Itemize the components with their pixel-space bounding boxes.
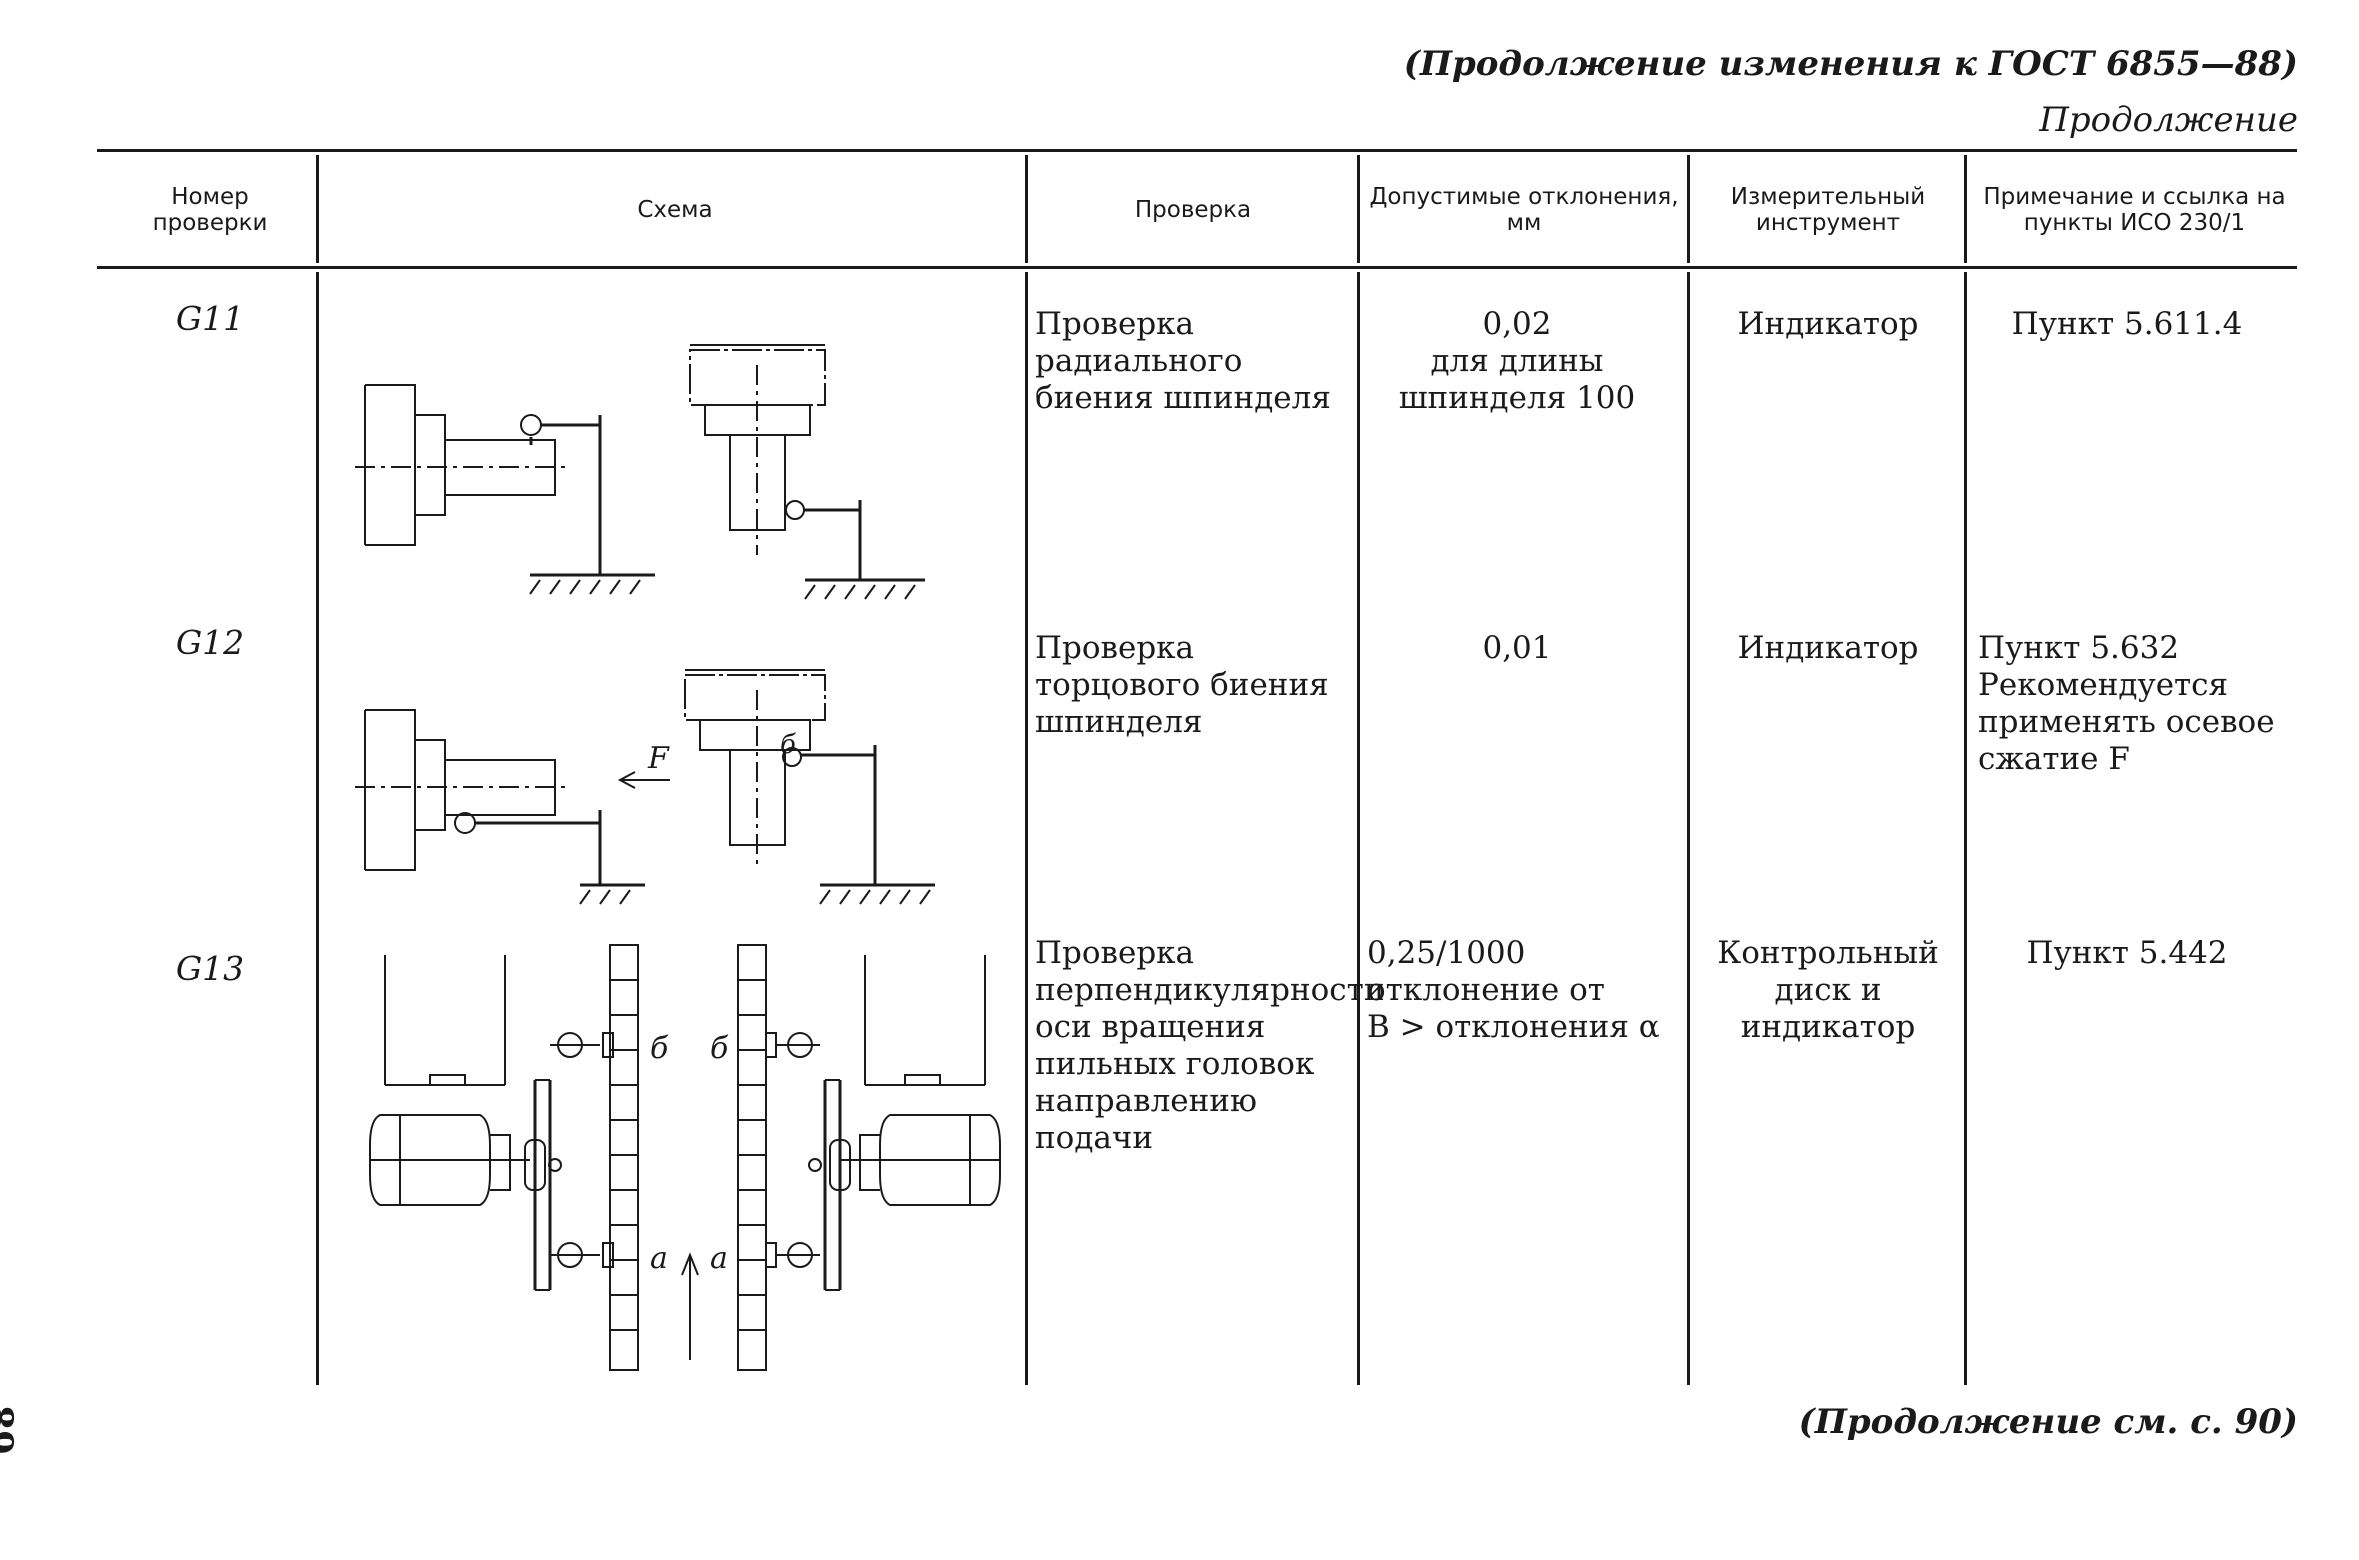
tolerance-text-g11: 0,02 для длины шпинделя 100 xyxy=(1398,306,1636,416)
table-top-rule xyxy=(97,149,2297,152)
instrument-text-g11: Индикатор xyxy=(1737,306,1919,342)
point-label-b-right: б xyxy=(710,1031,729,1066)
check-text-g12: Проверка торцового биения шпинделя xyxy=(1035,630,1329,740)
note-text-g13: Пункт 5.442 xyxy=(2026,935,2228,971)
point-label-b-left: б xyxy=(650,1031,669,1066)
row-number-g12: G12 xyxy=(175,623,245,662)
continuation-footer: (Продолжение см. с. 90) xyxy=(1798,1402,2298,1442)
column-header-instrument: Измерительный инструмент xyxy=(1730,184,1926,236)
point-label-a-right: а xyxy=(710,1241,728,1276)
document-title: (Продолжение изменения к ГОСТ 6855—88) xyxy=(1403,44,2298,84)
column-divider xyxy=(316,155,319,263)
scheme-radial-runout-diagram xyxy=(355,325,955,615)
column-divider xyxy=(1964,272,1967,1385)
tolerance-text-g13: 0,25/1000 отклонение от B > отклонения α xyxy=(1367,935,1660,1045)
column-divider xyxy=(1357,272,1360,1385)
column-header-scheme: Схема xyxy=(637,197,713,223)
column-divider xyxy=(1687,272,1690,1385)
tolerance-text-g12: 0,01 xyxy=(1482,630,1552,666)
instrument-text-g13: Контрольный диск и индикатор xyxy=(1717,935,1939,1045)
page-number: 89 xyxy=(0,1405,20,1456)
column-header-note: Примечание и ссылка на пункты ИСО 230/1 xyxy=(1983,184,2286,236)
table-header-rule xyxy=(97,266,2297,269)
column-header-number: Номер проверки xyxy=(152,184,268,236)
column-divider xyxy=(316,272,319,1385)
row-number-g13: G13 xyxy=(175,949,245,988)
check-text-g13: Проверка перпендикулярности оси вращения… xyxy=(1035,935,1385,1156)
column-header-check: Проверка xyxy=(1134,197,1252,223)
column-header-tolerance: Допустимые отклонения, мм xyxy=(1369,184,1679,236)
scheme-perpendicularity-diagram xyxy=(360,945,1000,1380)
continuation-label: Продолжение xyxy=(2039,100,2298,140)
check-text-g11: Проверка радиального биения шпинделя xyxy=(1035,306,1331,416)
note-text-g11: Пункт 5.611.4 xyxy=(2011,306,2243,342)
point-label-b-g12: б xyxy=(780,730,796,760)
point-label-a-left: а xyxy=(650,1241,668,1276)
column-divider xyxy=(1687,155,1690,263)
column-divider xyxy=(1964,155,1967,263)
instrument-text-g12: Индикатор xyxy=(1737,630,1919,666)
column-divider xyxy=(1025,272,1028,1385)
scheme-axial-runout-diagram xyxy=(355,645,955,915)
force-label-f: F xyxy=(648,741,669,776)
column-divider xyxy=(1025,155,1028,263)
note-text-g12: Пункт 5.632 Рекомендуется применять осев… xyxy=(1978,630,2275,777)
row-number-g11: G11 xyxy=(175,299,245,338)
column-divider xyxy=(1357,155,1360,263)
